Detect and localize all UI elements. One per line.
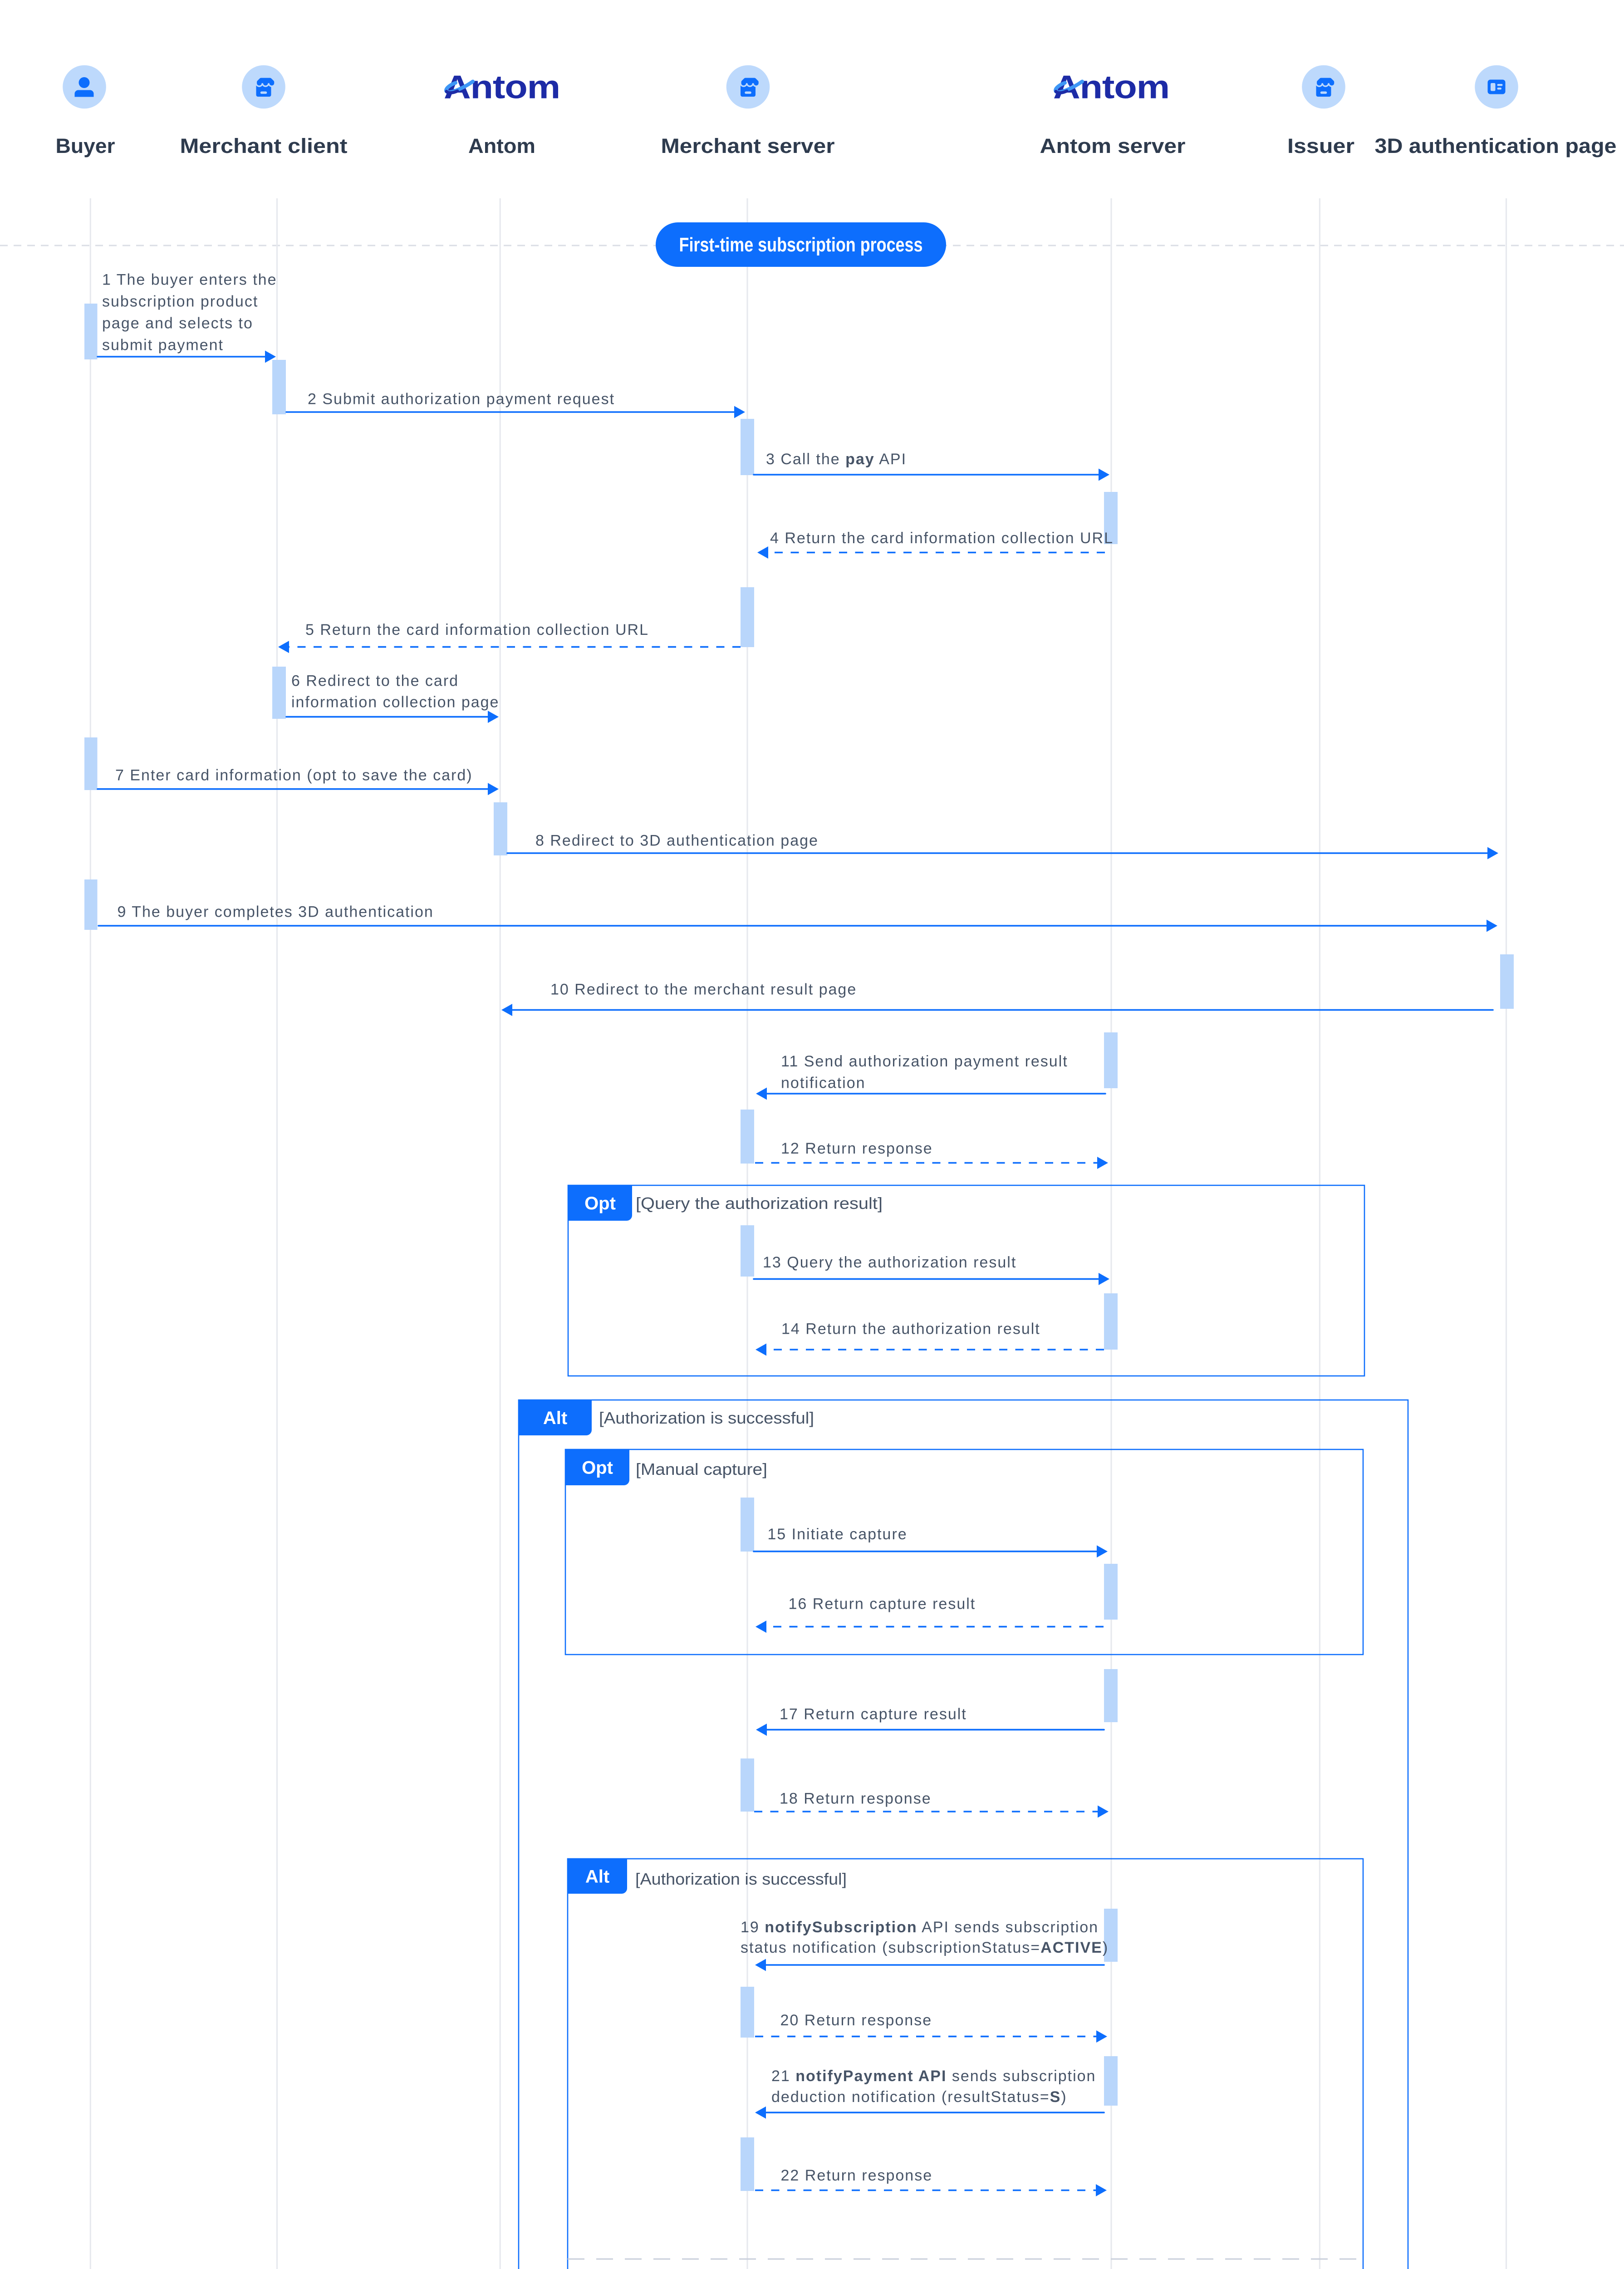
svg-text:4 Return the card information: 4 Return the card information collection…	[770, 530, 1114, 547]
svg-text:[Authorization is successful]: [Authorization is successful]	[635, 1870, 847, 1888]
svg-text:[Authorization is successful]: [Authorization is successful]	[599, 1409, 814, 1427]
svg-text:13 Query the authorization res: 13 Query the authorization result	[763, 1254, 1016, 1271]
svg-text:subscription product: subscription product	[102, 293, 258, 310]
svg-text:Antom: Antom	[468, 134, 535, 157]
svg-text:Opt: Opt	[584, 1193, 616, 1213]
svg-text:Buyer: Buyer	[56, 134, 115, 157]
svg-text:15 Initiate capture: 15 Initiate capture	[767, 1526, 907, 1543]
svg-text:21 notifyPayment API sends sub: 21 notifyPayment API sends subscription	[771, 2068, 1096, 2085]
svg-text:2 Submit authorization payment: 2 Submit authorization payment request	[308, 391, 615, 408]
svg-text:22 Return response: 22 Return response	[781, 2167, 933, 2184]
svg-text:20 Return response: 20 Return response	[780, 2012, 932, 2029]
svg-text:Alt: Alt	[543, 1408, 567, 1428]
svg-text:7 Enter card information (opt: 7 Enter card information (opt to save th…	[115, 767, 473, 784]
svg-text:1 The buyer enters the: 1 The buyer enters the	[102, 271, 277, 288]
svg-text:17 Return capture result: 17 Return capture result	[780, 1705, 967, 1723]
svg-text:[Manual capture]: [Manual capture]	[636, 1460, 767, 1478]
svg-text:3D authentication page: 3D authentication page	[1375, 134, 1617, 157]
svg-text:10 Redirect to the merchant re: 10 Redirect to the merchant result page	[550, 981, 857, 998]
svg-text:[Query the authorization resul: [Query the authorization result]	[636, 1194, 883, 1213]
svg-text:Alt: Alt	[585, 1867, 609, 1887]
svg-text:notification: notification	[781, 1074, 866, 1091]
svg-text:11 Send authorization payment: 11 Send authorization payment result	[781, 1053, 1068, 1070]
svg-text:16 Return capture result: 16 Return capture result	[789, 1596, 976, 1613]
svg-text:9 The buyer completes 3D authe: 9 The buyer completes 3D authentication	[118, 904, 434, 921]
svg-text:status notification (subscript: status notification (subscriptionStatus=…	[741, 1939, 1109, 1956]
svg-text:8 Redirect to 3D authenticatio: 8 Redirect to 3D authentication page	[535, 832, 819, 850]
svg-text:First-time subscription proces: First-time subscription process	[679, 234, 923, 256]
svg-text:Antom server: Antom server	[1040, 134, 1186, 157]
svg-text:3 Call the pay API: 3 Call the pay API	[766, 451, 907, 468]
svg-text:page and selects to: page and selects to	[102, 314, 253, 332]
svg-text:18 Return response: 18 Return response	[780, 1790, 932, 1807]
svg-text:14 Return the authorization re: 14 Return the authorization result	[781, 1321, 1040, 1338]
svg-text:5 Return the card information: 5 Return the card information collection…	[305, 621, 649, 638]
svg-text:deduction notification (result: deduction notification (resultStatus=S)	[771, 2088, 1067, 2106]
svg-text:Issuer: Issuer	[1287, 134, 1354, 157]
svg-text:information collection page: information collection page	[291, 694, 499, 711]
svg-text:Opt: Opt	[582, 1458, 613, 1478]
svg-text:12 Return response: 12 Return response	[781, 1140, 933, 1157]
svg-text:19 notifySubscription API send: 19 notifySubscription API sends subscrip…	[741, 1919, 1099, 1936]
svg-text:Merchant client: Merchant client	[180, 134, 348, 157]
svg-text:submit payment: submit payment	[102, 336, 224, 354]
svg-text:Merchant server: Merchant server	[661, 134, 835, 157]
svg-text:6 Redirect to the card: 6 Redirect to the card	[291, 673, 459, 690]
